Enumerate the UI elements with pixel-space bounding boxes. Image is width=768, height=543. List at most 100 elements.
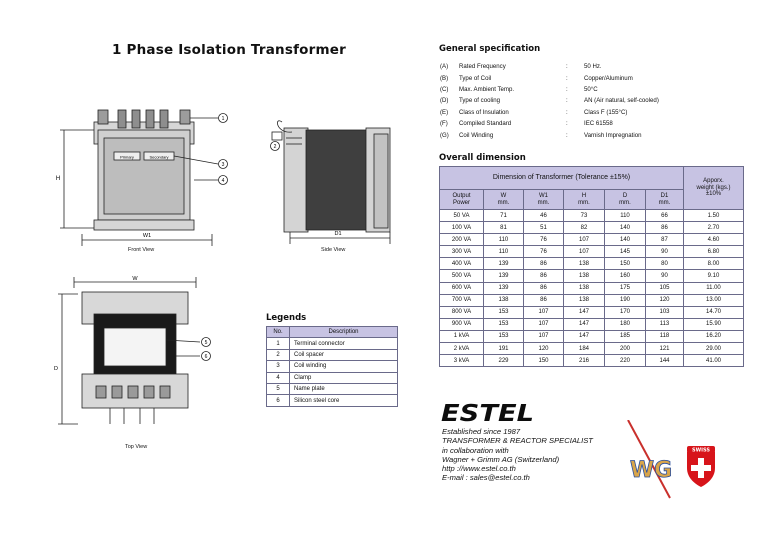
dimension-cell: 81 — [483, 221, 524, 235]
wg-logo-text: WG — [630, 458, 672, 483]
col-header-unit: mm. — [578, 199, 590, 206]
spec-label: Type of cooling — [459, 97, 500, 105]
dimension-cell: 66 — [645, 208, 684, 223]
spec-value: Copper/Aluminum — [584, 74, 633, 82]
legend-no: 5 — [266, 382, 290, 396]
spec-value: Varnish Impregnation — [584, 131, 642, 139]
legend-no: 3 — [266, 360, 290, 373]
dim-d1-label: D1 — [334, 231, 341, 237]
overall-dimension-table: Dimension of Transformer (Tolerance ±15%… — [439, 166, 744, 368]
spec-value: IEC 61558 — [584, 120, 613, 128]
dimension-cell: 110 — [483, 245, 524, 259]
dimension-cell: 900 VA — [439, 317, 484, 331]
dimension-cell: 153 — [483, 329, 524, 344]
dimension-cell: 50 VA — [439, 208, 484, 223]
callout-6: 6 — [205, 354, 208, 360]
dimension-cell: 700 VA — [439, 293, 484, 307]
spec-label: Rated Frequency — [459, 63, 506, 71]
spec-code: (A) — [440, 63, 449, 71]
dimension-cell: 73 — [563, 208, 605, 223]
swiss-badge-text: SWISS — [692, 448, 710, 454]
general-spec-title: General specification — [439, 44, 541, 54]
dimension-cell: 41.00 — [683, 354, 744, 368]
weight-header-line: ±10% — [705, 191, 722, 198]
legend-description: Terminal connector — [289, 337, 398, 350]
dimension-cell: 150 — [523, 354, 564, 368]
dimension-cell: 190 — [604, 293, 646, 307]
dimension-cell: 138 — [563, 293, 605, 307]
dimension-cell: 107 — [563, 245, 605, 259]
front-view-drawing: Primary Secondary H W1 1 3 4 — [56, 109, 228, 246]
spec-label: Type of Coil — [459, 74, 492, 82]
spec-colon: : — [566, 120, 568, 128]
dimension-cell: 139 — [483, 269, 524, 283]
dimension-cell: 15.90 — [683, 317, 744, 331]
dimension-cell: 2.70 — [683, 221, 744, 235]
dimension-cell: 71 — [483, 208, 524, 223]
dimension-cell: 180 — [604, 317, 646, 331]
dimension-cell: 51 — [523, 221, 564, 235]
company-website-link[interactable]: http ://www.estel.co.th — [442, 464, 516, 474]
dimension-cell: 138 — [563, 281, 605, 295]
col-header-name: D — [622, 192, 628, 199]
dimension-cell: 138 — [483, 293, 524, 307]
callout-4: 4 — [222, 178, 225, 184]
col-header-name: W — [500, 192, 507, 199]
dimension-cell: 8.00 — [683, 257, 744, 271]
dim-w1-label: W1 — [143, 233, 151, 239]
legend-description: Coil winding — [289, 360, 398, 373]
spec-value: AN (Air natural, self-cooled) — [584, 97, 659, 105]
legend-no: 1 — [266, 337, 290, 350]
swiss-badge-icon: SWISS — [687, 446, 715, 487]
dimension-cell: 100 VA — [439, 221, 484, 235]
weight-header-line: Apporx. — [703, 177, 724, 184]
dimension-cell: 46 — [523, 208, 564, 223]
company-email-link[interactable]: E-mail : sales@estel.co.th — [442, 473, 530, 483]
spec-colon: : — [566, 131, 568, 139]
dimension-cell: 200 — [604, 342, 646, 356]
col-header-name: D1 — [660, 192, 669, 199]
estel-logo-text: ESTEL — [441, 402, 534, 424]
dimension-cell: 138 — [563, 269, 605, 283]
dimension-cell: 153 — [483, 317, 524, 331]
dimension-cell: 82 — [563, 221, 605, 235]
spec-row: (E)Class of Insulation:Class F (155°C) — [440, 107, 659, 118]
dimension-cell: 86 — [523, 281, 564, 295]
dimension-cell: 216 — [563, 354, 605, 368]
dimension-cell: 113 — [645, 317, 684, 331]
dimension-cell: 11.00 — [683, 281, 744, 295]
spec-code: (C) — [440, 85, 449, 93]
dimension-cell: 170 — [604, 305, 646, 319]
spec-colon: : — [566, 97, 568, 105]
dimension-cell: 120 — [645, 293, 684, 307]
secondary-label: Secondary — [149, 155, 168, 160]
dimension-cell: 140 — [604, 221, 646, 235]
dimension-cell: 105 — [645, 281, 684, 295]
dimension-cell: 118 — [645, 329, 684, 344]
company-collab: in collaboration with — [442, 445, 509, 455]
callout-1: 1 — [222, 116, 225, 122]
side-view-caption: Side View — [321, 247, 346, 253]
dimension-cell: 800 VA — [439, 305, 484, 319]
estel-logo: ESTEL — [441, 402, 534, 424]
col-header-name: Output — [452, 192, 471, 199]
dim-w-label: W — [132, 276, 138, 282]
dimension-cell: 150 — [604, 257, 646, 271]
dimension-cell: 147 — [563, 317, 605, 331]
side-view-drawing: 2 D1 — [270, 120, 391, 244]
dimension-cell: 138 — [563, 257, 605, 271]
dimension-cell: 29.00 — [683, 342, 744, 356]
